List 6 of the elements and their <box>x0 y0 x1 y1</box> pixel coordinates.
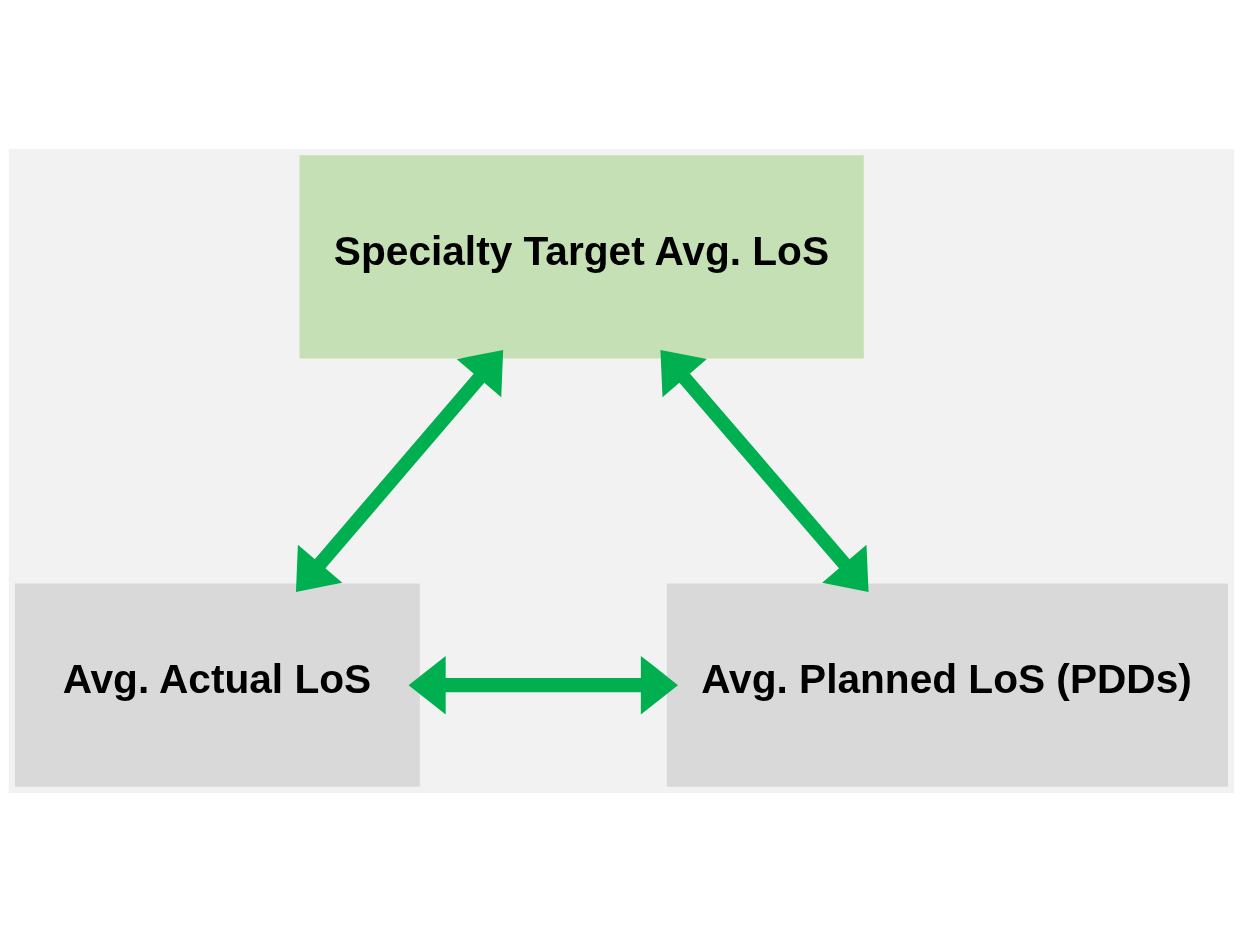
node-box: Avg. Planned LoS (PDDs) <box>666 583 1228 787</box>
arrow <box>660 350 869 592</box>
node-box: Specialty Target Avg. LoS <box>299 155 864 359</box>
arrow <box>408 655 678 715</box>
arrow <box>295 350 504 592</box>
node-box: Avg. Actual LoS <box>15 583 420 787</box>
